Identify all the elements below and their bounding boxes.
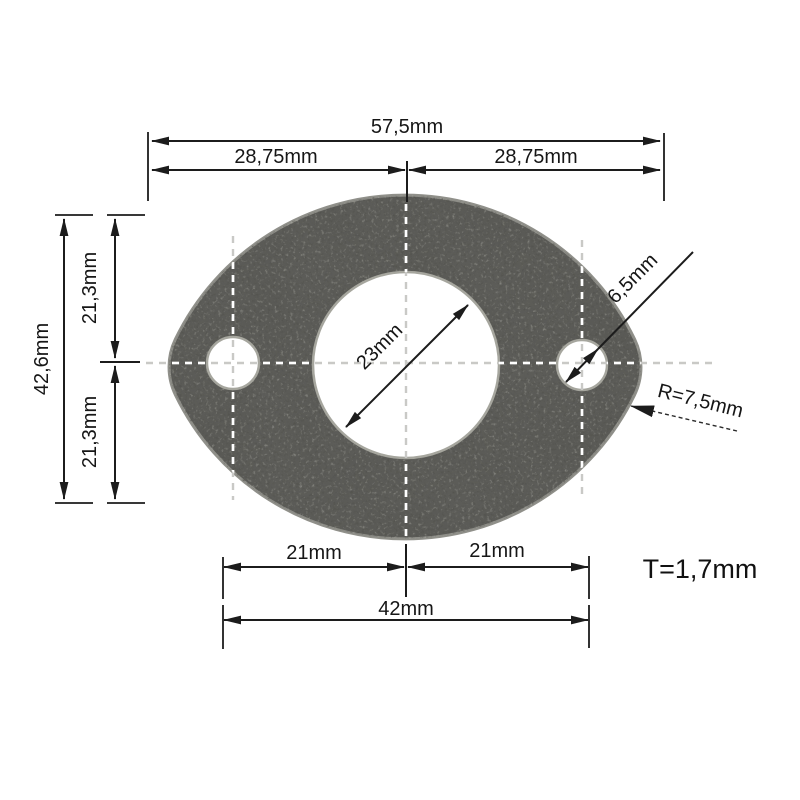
label-height-top-half: 21,3mm (79, 252, 101, 324)
label-thickness: T=1,7mm (643, 554, 758, 584)
label-width-total: 57,5mm (371, 116, 443, 138)
label-width-right-half: 28,75mm (494, 146, 577, 168)
label-bolt-hole-diameter: 6,5mm (603, 249, 662, 308)
dim-top: 57,5mm 28,75mm 28,75mm (147, 116, 665, 202)
label-height-bottom-half: 21,3mm (79, 396, 101, 468)
label-bolt-spacing-right: 21mm (469, 540, 525, 562)
label-bolt-spacing-left: 21mm (286, 542, 342, 564)
left-bolt-hole (205, 335, 261, 391)
label-width-left-half: 28,75mm (234, 146, 317, 168)
dim-corner-radius: R=7,5mm (630, 380, 745, 432)
dim-left: 42,6mm 21,3mm 21,3mm (31, 214, 145, 504)
bolt-hole-leader (597, 251, 694, 350)
dim-bottom: 21mm 21mm 42mm (222, 540, 590, 649)
bore-diameter-arrow (345, 304, 469, 428)
label-height-total: 42,6mm (31, 323, 53, 395)
bolt-hole-diameter-arrow (565, 348, 599, 383)
label-bolt-spacing-total: 42mm (378, 598, 434, 620)
label-corner-radius: R=7,5mm (655, 380, 745, 422)
